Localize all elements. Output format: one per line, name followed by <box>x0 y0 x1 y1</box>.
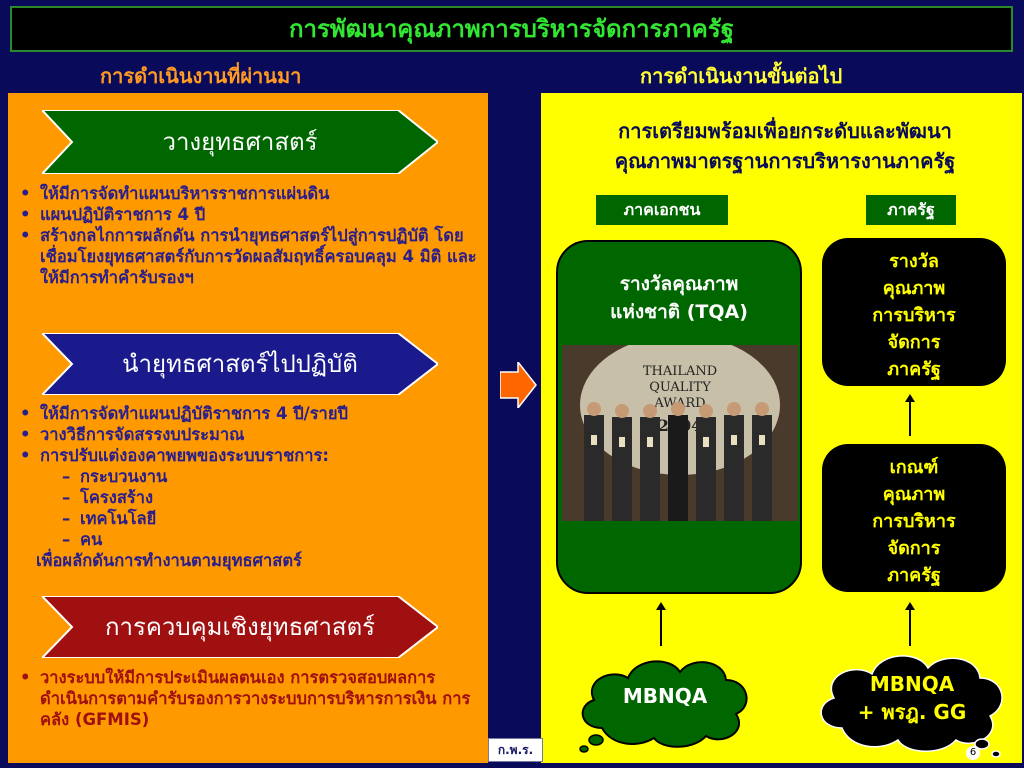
criteria-line: เกณฑ์ <box>889 457 939 478</box>
list-item: คน <box>10 529 490 550</box>
private-sector-tag: ภาคเอกชน <box>596 195 728 225</box>
criteria-line: ภาครัฐ <box>887 565 941 586</box>
criteria-line: คุณภาพ <box>882 484 946 505</box>
photo-text-2: QUALITY <box>649 380 711 395</box>
list-item: ให้มีการจัดทำแผนบริหารราชการแผ่นดิน <box>10 183 480 204</box>
arrow-up-icon <box>905 602 915 646</box>
page-title: การพัฒนาคุณภาพการบริหารจัดการภาครัฐ <box>10 6 1013 52</box>
list-item: สร้างกลไกการผลักดัน การนำยุทธศาสตร์ไปสู่… <box>10 225 480 288</box>
mbnqa-gg-line1: MBNQA <box>869 672 955 696</box>
list-item: ให้มีการจัดทำแผนปฏิบัติราชการ 4 ปี/รายปี <box>10 403 490 424</box>
mbnqa-gg-cloud-label: MBNQA + พรฎ. GG <box>812 670 1012 726</box>
criteria-line: จัดการ <box>887 538 941 559</box>
prep-title: การเตรียมพร้อมเพื่อยกระดับและพัฒนา คุณภา… <box>555 116 1015 176</box>
list-item: วางวิธีการจัดสรรงบประมาณ <box>10 424 490 445</box>
award-line: การบริหาร <box>872 305 956 326</box>
opdc-logo: ก.พ.ร. <box>488 738 543 762</box>
mbnqa-cloud: MBNQA <box>572 650 758 754</box>
public-award-box: รางวัล คุณภาพ การบริหาร จัดการ ภาครัฐ <box>822 238 1006 386</box>
section2-list: ให้มีการจัดทำแผนปฏิบัติราชการ 4 ปี/รายปี… <box>10 403 490 571</box>
tqa-line2: แห่งชาติ (TQA) <box>610 301 748 323</box>
award-photo: THAILAND QUALITY AWARD 2004 <box>562 345 798 521</box>
criteria-line: การบริหาร <box>872 511 956 532</box>
public-sector-tag: ภาครัฐ <box>866 195 956 225</box>
list-item: เทคโนโลยี <box>10 508 490 529</box>
award-line: จัดการ <box>887 332 941 353</box>
award-line: คุณภาพ <box>882 278 946 299</box>
tqa-line1: รางวัลคุณภาพ <box>619 273 739 295</box>
banner-implementation: นำยุทธศาสตร์ไปปฏิบัติ <box>42 333 438 395</box>
award-line: รางวัล <box>889 251 939 272</box>
section3-list: วางระบบให้มีการประเมินผลตนเอง การตรวจสอบ… <box>10 667 480 730</box>
page-number: 6 <box>966 746 980 760</box>
list-item: แผนปฏิบัติราชการ 4 ปี <box>10 204 480 225</box>
prep-title-line1: การเตรียมพร้อมเพื่อยกระดับและพัฒนา <box>618 119 952 143</box>
mbnqa-gg-cloud: MBNQA + พรฎ. GG <box>812 648 1012 760</box>
prep-title-line2: คุณภาพมาตรฐานการบริหารงานภาครัฐ <box>614 149 956 173</box>
list-item: เพื่อผลักดันการทำงานตามยุทธศาสตร์ <box>36 551 302 570</box>
tqa-label: รางวัลคุณภาพ แห่งชาติ (TQA) <box>558 270 800 326</box>
banner-control: การควบคุมเชิงยุทธศาสตร์ <box>42 596 438 658</box>
right-column-heading: การดำเนินงานขั้นต่อไป <box>640 64 843 88</box>
arrow-right-icon <box>500 362 537 408</box>
section1-list: ให้มีการจัดทำแผนบริหารราชการแผ่นดิน แผนป… <box>10 183 480 288</box>
mbnqa-cloud-label: MBNQA <box>622 684 708 708</box>
banner-implementation-label: นำยุทธศาสตร์ไปปฏิบัติ <box>122 350 358 378</box>
banner-control-label: การควบคุมเชิงยุทธศาสตร์ <box>104 613 376 641</box>
photo-text-1: THAILAND <box>643 364 717 379</box>
award-line: ภาครัฐ <box>887 359 941 380</box>
left-column-heading: การดำเนินงานที่ผ่านมา <box>100 64 302 88</box>
banner-strategy: วางยุทธศาสตร์ <box>42 110 438 174</box>
list-item: โครงสร้าง <box>10 487 490 508</box>
public-criteria-box: เกณฑ์ คุณภาพ การบริหาร จัดการ ภาครัฐ <box>822 444 1006 592</box>
list-item: กระบวนงาน <box>10 466 490 487</box>
list-item: การปรับแต่งองคาพยพของระบบราชการ: <box>10 445 490 466</box>
arrow-up-icon <box>656 602 666 646</box>
mbnqa-gg-line2: + พรฎ. GG <box>857 700 967 724</box>
list-item: วางระบบให้มีการประเมินผลตนเอง การตรวจสอบ… <box>10 667 480 730</box>
arrow-up-icon <box>905 394 915 436</box>
banner-strategy-label: วางยุทธศาสตร์ <box>162 128 318 156</box>
